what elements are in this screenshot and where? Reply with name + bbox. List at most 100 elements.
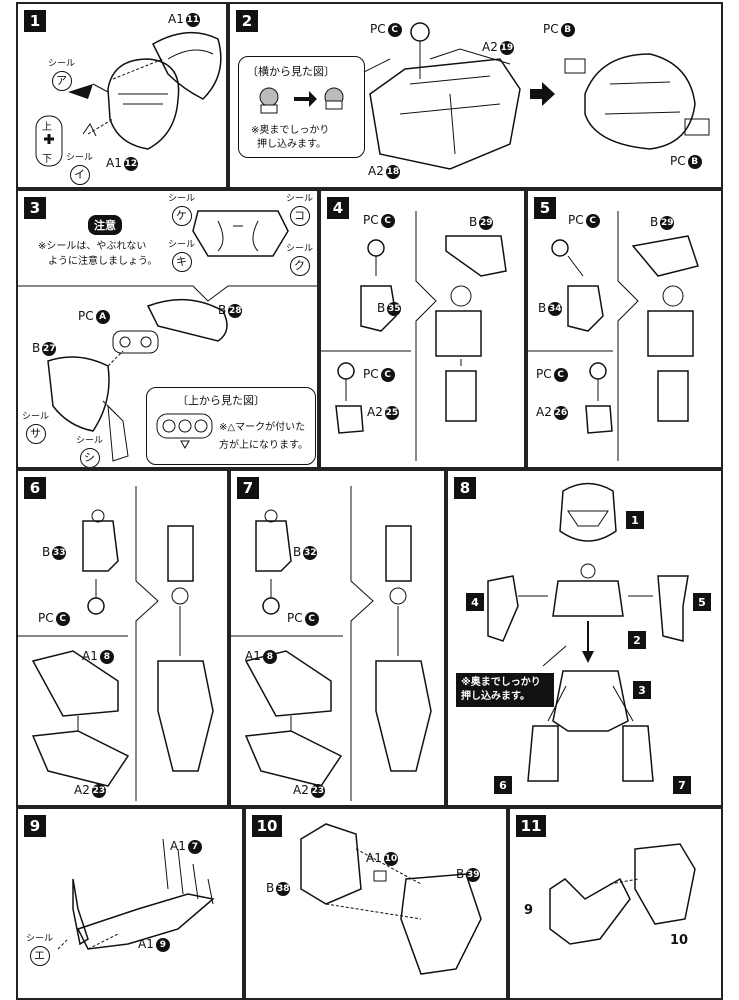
step-number: 11 — [516, 815, 546, 837]
step-number: 7 — [237, 477, 259, 499]
part-sketch-icon — [259, 87, 344, 114]
ref-4: 4 — [466, 593, 484, 611]
push-note-line-1: ※奥までしっかり — [461, 677, 541, 688]
ref-6: 6 — [494, 776, 512, 794]
part-sketch-icon — [549, 843, 696, 945]
ref-7: 7 — [673, 776, 691, 794]
step-number: 2 — [236, 10, 258, 32]
part-sketch-icon — [18, 486, 214, 801]
step-number: 1 — [24, 10, 46, 32]
seal-shi: シールシ — [76, 436, 103, 467]
part-sketch-icon — [321, 211, 507, 461]
seal-i: シールイ — [66, 153, 93, 185]
bubble-line-1: ※奥までしっかり — [251, 125, 330, 136]
seal-ko: シールコ — [286, 194, 313, 226]
seal-ki: シールキ — [168, 240, 195, 272]
ref-2: 2 — [628, 631, 646, 649]
seal-e: シールエ — [26, 934, 53, 966]
step-number: 3 — [24, 197, 46, 219]
step-number: 4 — [327, 197, 349, 219]
step-number: 9 — [24, 815, 46, 837]
step-number: 10 — [252, 815, 282, 837]
part-sketch-icon — [487, 482, 689, 782]
bubble-line-2: 方が上になります。 — [219, 440, 308, 451]
push-note: ※奥までしっかり 押し込みます。 — [456, 673, 554, 707]
caution-badge: 注意 — [88, 215, 122, 235]
part-sketch-icon — [35, 31, 222, 167]
top-view-bubble: 〔上から見た図〕 ※△マークが付いた 方が上になります。 — [146, 387, 316, 465]
ref-10: 10 — [670, 933, 689, 948]
step-number: 8 — [454, 477, 476, 499]
part-sketch-icon — [231, 486, 432, 801]
part-sketch-icon — [300, 823, 482, 975]
arrow-icon — [530, 82, 555, 106]
seal-ku: シールク — [286, 244, 313, 276]
bubble-title: 〔横から見た図〕 — [247, 65, 335, 78]
side-view-bubble: 〔横から見た図〕 ※奥までしっかり 押し込みます。 — [238, 56, 365, 158]
step-number: 5 — [534, 197, 556, 219]
part-sketch-icon — [528, 211, 699, 461]
part-sketch-icon — [349, 22, 710, 170]
step-number: 6 — [24, 477, 46, 499]
bubble-line-2: 押し込みます。 — [257, 139, 326, 150]
ref-3: 3 — [633, 681, 651, 699]
part-sketch-icon — [18, 210, 317, 462]
step-8-panel: 8 1 2 3 4 5 6 7 ※奥までしっかり 押し込みます。 — [446, 469, 723, 807]
seal-ke: シールケ — [168, 194, 195, 226]
caution-line-1: ※シールは、やぶれない — [38, 241, 147, 252]
seal-a: シールア — [48, 59, 75, 91]
caution-line-2: ように注意しましょう。 — [48, 256, 158, 267]
ref-5: 5 — [693, 593, 711, 611]
part-sketch-icon — [57, 838, 215, 950]
step-11-panel: 11 9 10 — [508, 807, 723, 1000]
bubble-line-1: ※△マークが付いた — [219, 422, 306, 433]
seal-sa: シールサ — [22, 412, 49, 444]
part-sketch-icon — [156, 413, 213, 450]
ref-1: 1 — [626, 511, 644, 529]
up-label: 上 — [42, 122, 52, 133]
down-label: 下 — [42, 154, 52, 165]
bubble-title: 〔上から見た図〕 — [177, 394, 265, 407]
push-note-line-2: 押し込みます。 — [461, 691, 530, 702]
